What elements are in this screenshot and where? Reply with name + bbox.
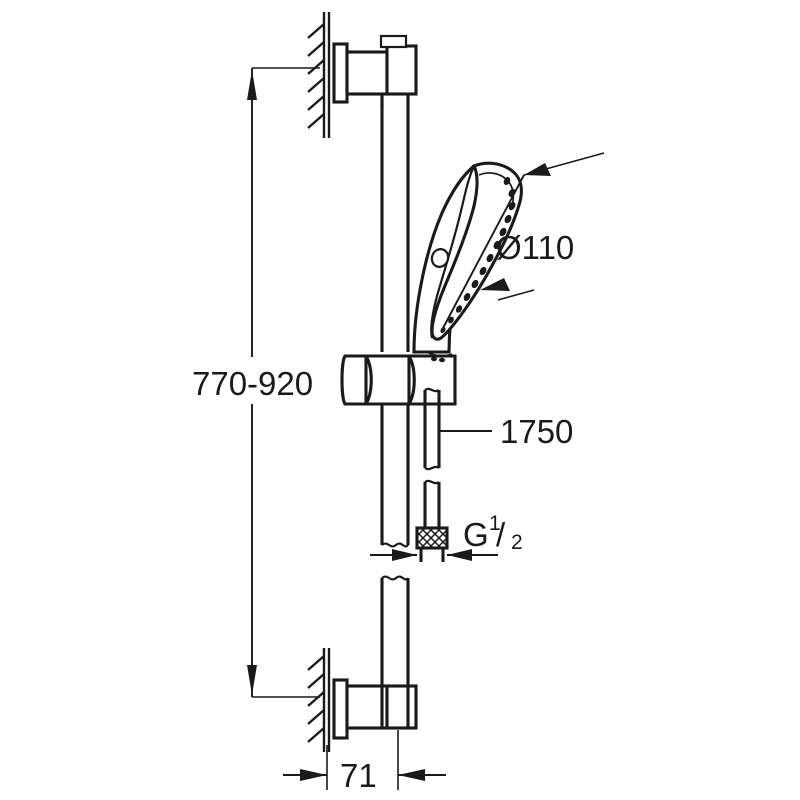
wall-surface-bottom xyxy=(307,648,331,752)
wall-surface-top xyxy=(307,12,331,138)
dimension-rail-height: 770-920 xyxy=(192,67,320,698)
shower-rail-bottom xyxy=(380,575,410,686)
dimension-hose-length: 1750 xyxy=(440,413,573,450)
shower-hose xyxy=(423,387,441,528)
upper-wall-bracket xyxy=(332,34,418,110)
dimension-label-thread-denominator: 2 xyxy=(511,531,523,554)
dimension-label-thread-slash: / xyxy=(496,516,506,553)
dimension-thread-size: G 1 / 2 xyxy=(370,512,523,561)
dimension-label-thread-numerator: 1 xyxy=(489,512,501,535)
dimension-label-wall-offset: 71 xyxy=(340,757,377,794)
dimension-label-hose-length: 1750 xyxy=(500,413,573,450)
dimension-wall-offset: 71 xyxy=(283,730,446,794)
dimension-label-head-diameter: Ø110 xyxy=(496,229,574,266)
dimension-label-thread-main: G xyxy=(463,516,489,553)
hose-nut xyxy=(415,526,449,562)
sliding-holder xyxy=(340,351,457,406)
lower-wall-bracket xyxy=(332,678,418,740)
dimension-head-diameter: Ø110 xyxy=(441,152,605,331)
shower-rail-lower xyxy=(380,404,410,548)
shower-rail-upper xyxy=(380,94,410,352)
hand-shower-head xyxy=(412,161,523,354)
dimension-label-rail-height: 770-920 xyxy=(192,365,313,402)
